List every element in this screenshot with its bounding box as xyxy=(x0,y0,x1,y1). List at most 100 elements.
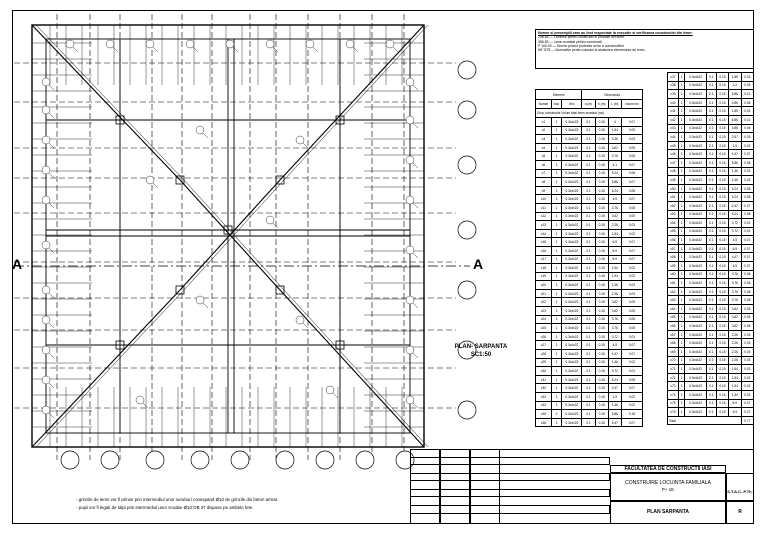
table-cell: 0.3x4x22 xyxy=(561,280,583,290)
axis-bubble xyxy=(457,220,477,240)
table-cell: 0.3x4x22 xyxy=(561,194,583,204)
table-cell: 0.1 xyxy=(705,278,717,288)
table-cell: 0.15 xyxy=(594,228,609,239)
table-cell: 4.47 xyxy=(607,349,622,359)
table-cell: 0.3x4x22 xyxy=(561,323,583,333)
element-tag xyxy=(345,39,355,49)
table-cell: 1 xyxy=(550,254,563,265)
table-cell: 0.1 xyxy=(581,245,596,256)
table-cell: c33 xyxy=(535,392,552,402)
table-cell: 0.72 xyxy=(607,366,622,376)
table-cell: 0.15 xyxy=(715,200,730,211)
table-cell: 0.1 xyxy=(705,312,717,323)
element-tag xyxy=(225,39,235,49)
table-cell: c76 xyxy=(667,407,679,417)
table-cell: 0.1 xyxy=(705,321,717,331)
table-cell: 0.03 xyxy=(620,134,644,144)
table-cell: c50 xyxy=(667,183,679,194)
table-cell: 0.07 xyxy=(620,177,644,187)
table-cell: 0.03 xyxy=(740,347,755,357)
title-block-col xyxy=(410,449,440,524)
table-cell: 0.3x4x22 xyxy=(561,374,583,385)
title-block-row xyxy=(410,457,610,465)
table-cell: 0.3x4x22 xyxy=(561,288,583,299)
table-cell: 2.26 xyxy=(607,134,622,144)
element-tags xyxy=(41,39,419,419)
table-cell: 1 xyxy=(550,340,563,351)
table-cell: 0.15 xyxy=(594,400,609,411)
table-cell: 0.1 xyxy=(705,407,717,417)
table-cell: c44 xyxy=(667,132,679,142)
table-cell: 0.1 xyxy=(705,72,717,82)
table-cell: 0.1 xyxy=(705,80,717,91)
table-cell: c35 xyxy=(535,409,552,419)
table-cell: c65 xyxy=(667,312,679,323)
table-cell: 2.26 xyxy=(728,355,742,366)
table-cell: c61 xyxy=(667,278,679,288)
element-tag xyxy=(41,165,51,175)
table-cell: 0.1 xyxy=(705,355,717,366)
table-cell: 0.1 xyxy=(705,157,717,168)
table-cell: 1.54 xyxy=(607,263,622,273)
element-tag xyxy=(185,39,195,49)
table-cell: 0.15 xyxy=(715,192,730,202)
element-tag xyxy=(145,39,155,49)
table-cell: 0.3x4x22 xyxy=(684,235,707,245)
table-cell: 0.15 xyxy=(715,209,730,220)
element-tag xyxy=(265,39,275,49)
table-cell: 0.15 xyxy=(715,278,730,288)
table-cell: 3.76 xyxy=(728,269,742,280)
table-cell: 1.46 xyxy=(607,357,622,368)
table-cell: 0.07 xyxy=(740,252,755,263)
table-cell: 4.5 xyxy=(728,261,742,271)
table-cell: c6 xyxy=(535,159,552,170)
table-cell: 0.1 xyxy=(705,149,717,159)
table-cell: 0.18 xyxy=(620,409,644,419)
table-cell: c49 xyxy=(667,175,679,185)
table-cell: 1 xyxy=(550,228,563,239)
table-cell: 0.15 xyxy=(594,357,609,368)
table-cell: 0.15 xyxy=(715,149,730,159)
table-cell: c47 xyxy=(667,157,679,168)
table-cell: 0.07 xyxy=(740,149,755,159)
table-cell: c64 xyxy=(667,304,679,314)
table-cell: 0.15 xyxy=(715,329,730,340)
element-tag xyxy=(405,395,415,405)
table-cell: 0.3x4x22 xyxy=(561,254,583,265)
table-cell: c56 xyxy=(667,235,679,245)
table-cell: 0.03 xyxy=(620,280,644,290)
hip-rafter xyxy=(31,24,181,181)
table-cell: 0.3x4x22 xyxy=(684,149,707,159)
table-cell: 0.07 xyxy=(740,200,755,211)
table-cell: 1 xyxy=(550,168,563,179)
table-cell: 0.3x4x22 xyxy=(561,177,583,187)
table-cell: c30 xyxy=(535,366,552,376)
section-marker-right: A xyxy=(473,256,483,272)
table-cell: 0.1 xyxy=(705,381,717,391)
table-cell: 1.85 xyxy=(728,72,742,82)
table-cell: 0.3x4x22 xyxy=(561,409,583,419)
table-cell: 0.3x4x22 xyxy=(561,168,583,179)
table-cell: 0.01 xyxy=(740,226,755,237)
table-cell: 0.1 xyxy=(705,209,717,220)
table-cell: 0.3x4x22 xyxy=(684,243,707,254)
table-cell: 0.3x4x22 xyxy=(561,185,583,196)
table-cell: c27 xyxy=(535,340,552,351)
table-cell: c34 xyxy=(535,400,552,411)
table-cell: 0.15 xyxy=(715,389,730,400)
table-cell: 0.15 xyxy=(715,72,730,82)
table-cell: c66 xyxy=(667,321,679,331)
table-cell: 0.1 xyxy=(705,347,717,357)
